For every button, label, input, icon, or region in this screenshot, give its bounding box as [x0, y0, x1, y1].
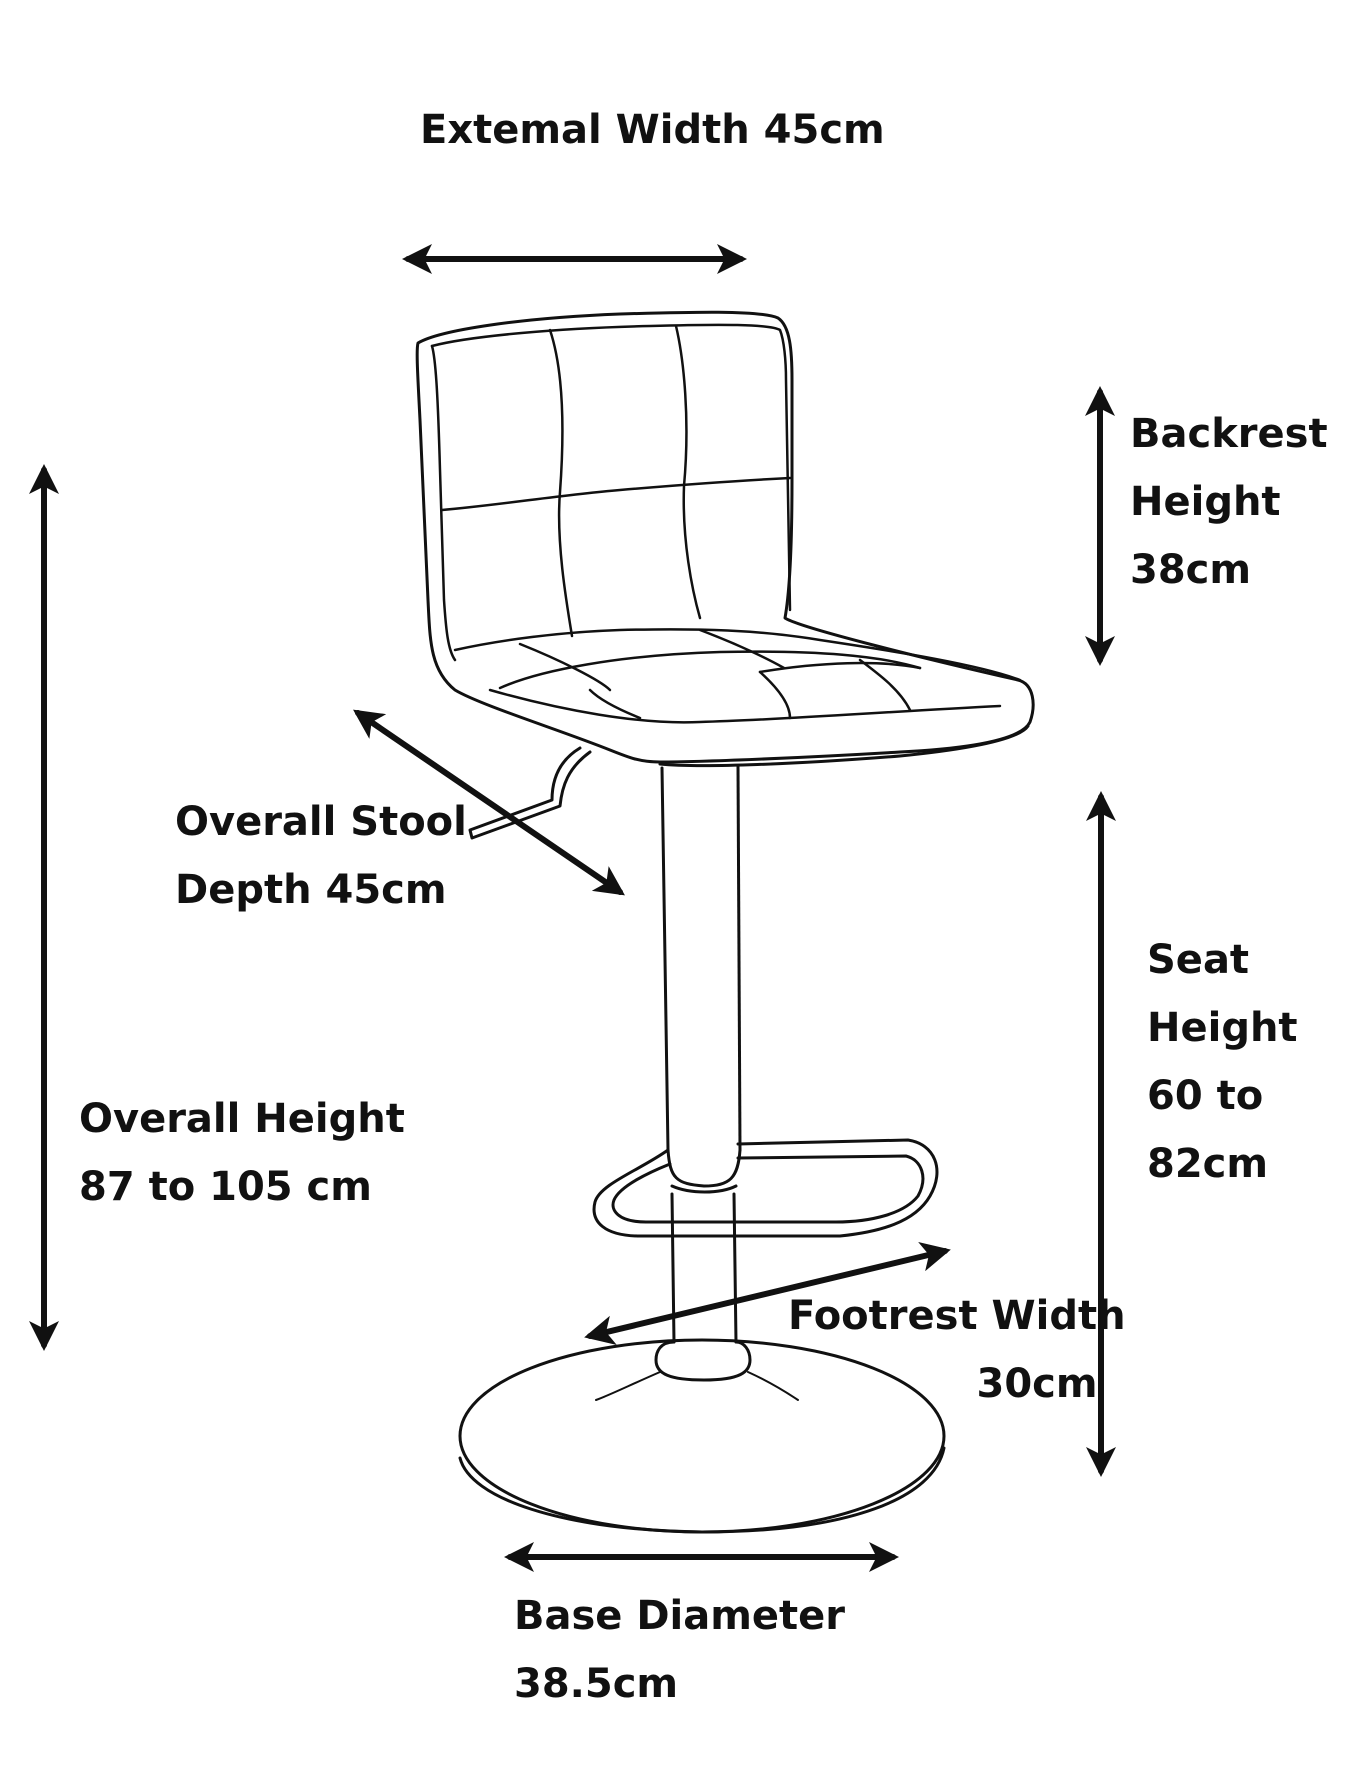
- seat-tuft-5: [758, 670, 792, 720]
- column-lower-left: [670, 1192, 676, 1344]
- hub-shadow-left: [595, 1371, 661, 1401]
- base-disc-edge: [458, 1446, 946, 1534]
- column-upper-left: [660, 766, 670, 1152]
- footrest-width-label: Footrest Width 30cm: [788, 1293, 1126, 1407]
- backrest-tuft-vertical-2: [674, 324, 702, 620]
- column-collar: [666, 1148, 742, 1188]
- footrest-width-arrow: [584, 1242, 951, 1345]
- backrest-height-label: Backrest Height 38cm: [1130, 411, 1328, 593]
- seat-tuft-4: [588, 688, 642, 720]
- seat-height-label: Seat Height 60 to 82cm: [1147, 937, 1298, 1187]
- column-hub: [654, 1340, 752, 1382]
- seat-tuft-6: [858, 658, 912, 712]
- footrest-ring: [592, 1138, 939, 1238]
- seat-tuft-2: [698, 628, 786, 670]
- gas-lever: [468, 746, 592, 840]
- external-width-label: Extemal Width 45cm: [420, 107, 885, 153]
- overall-height-label: Overall Height 87 to 105 cm: [79, 1096, 405, 1210]
- depth-label: Overall Stool Depth 45cm: [175, 799, 467, 913]
- backrest-inner: [430, 323, 792, 612]
- column-collar-band: [670, 1184, 738, 1194]
- backrest-tuft-horizontal: [440, 476, 792, 512]
- backrest-left-inner: [430, 344, 457, 662]
- backrest-shell: [415, 310, 1035, 764]
- column-lower-right: [732, 1192, 738, 1344]
- hub-shadow-right: [747, 1371, 799, 1401]
- seat-cushion: [453, 628, 1022, 682]
- seat-tuft-3: [498, 650, 922, 690]
- seat-front-edge: [488, 688, 1002, 724]
- depth-arrow: [353, 709, 625, 896]
- seat-base-plate: [658, 724, 1030, 768]
- backrest-tuft-vertical-1: [548, 328, 574, 638]
- footrest-ring-inner: [611, 1154, 925, 1224]
- base-diameter-label: Base Diameter 38.5cm: [514, 1593, 846, 1707]
- seat-tuft-7: [758, 661, 922, 674]
- seat-tuft-1: [518, 642, 612, 692]
- column-upper-right: [736, 764, 742, 1152]
